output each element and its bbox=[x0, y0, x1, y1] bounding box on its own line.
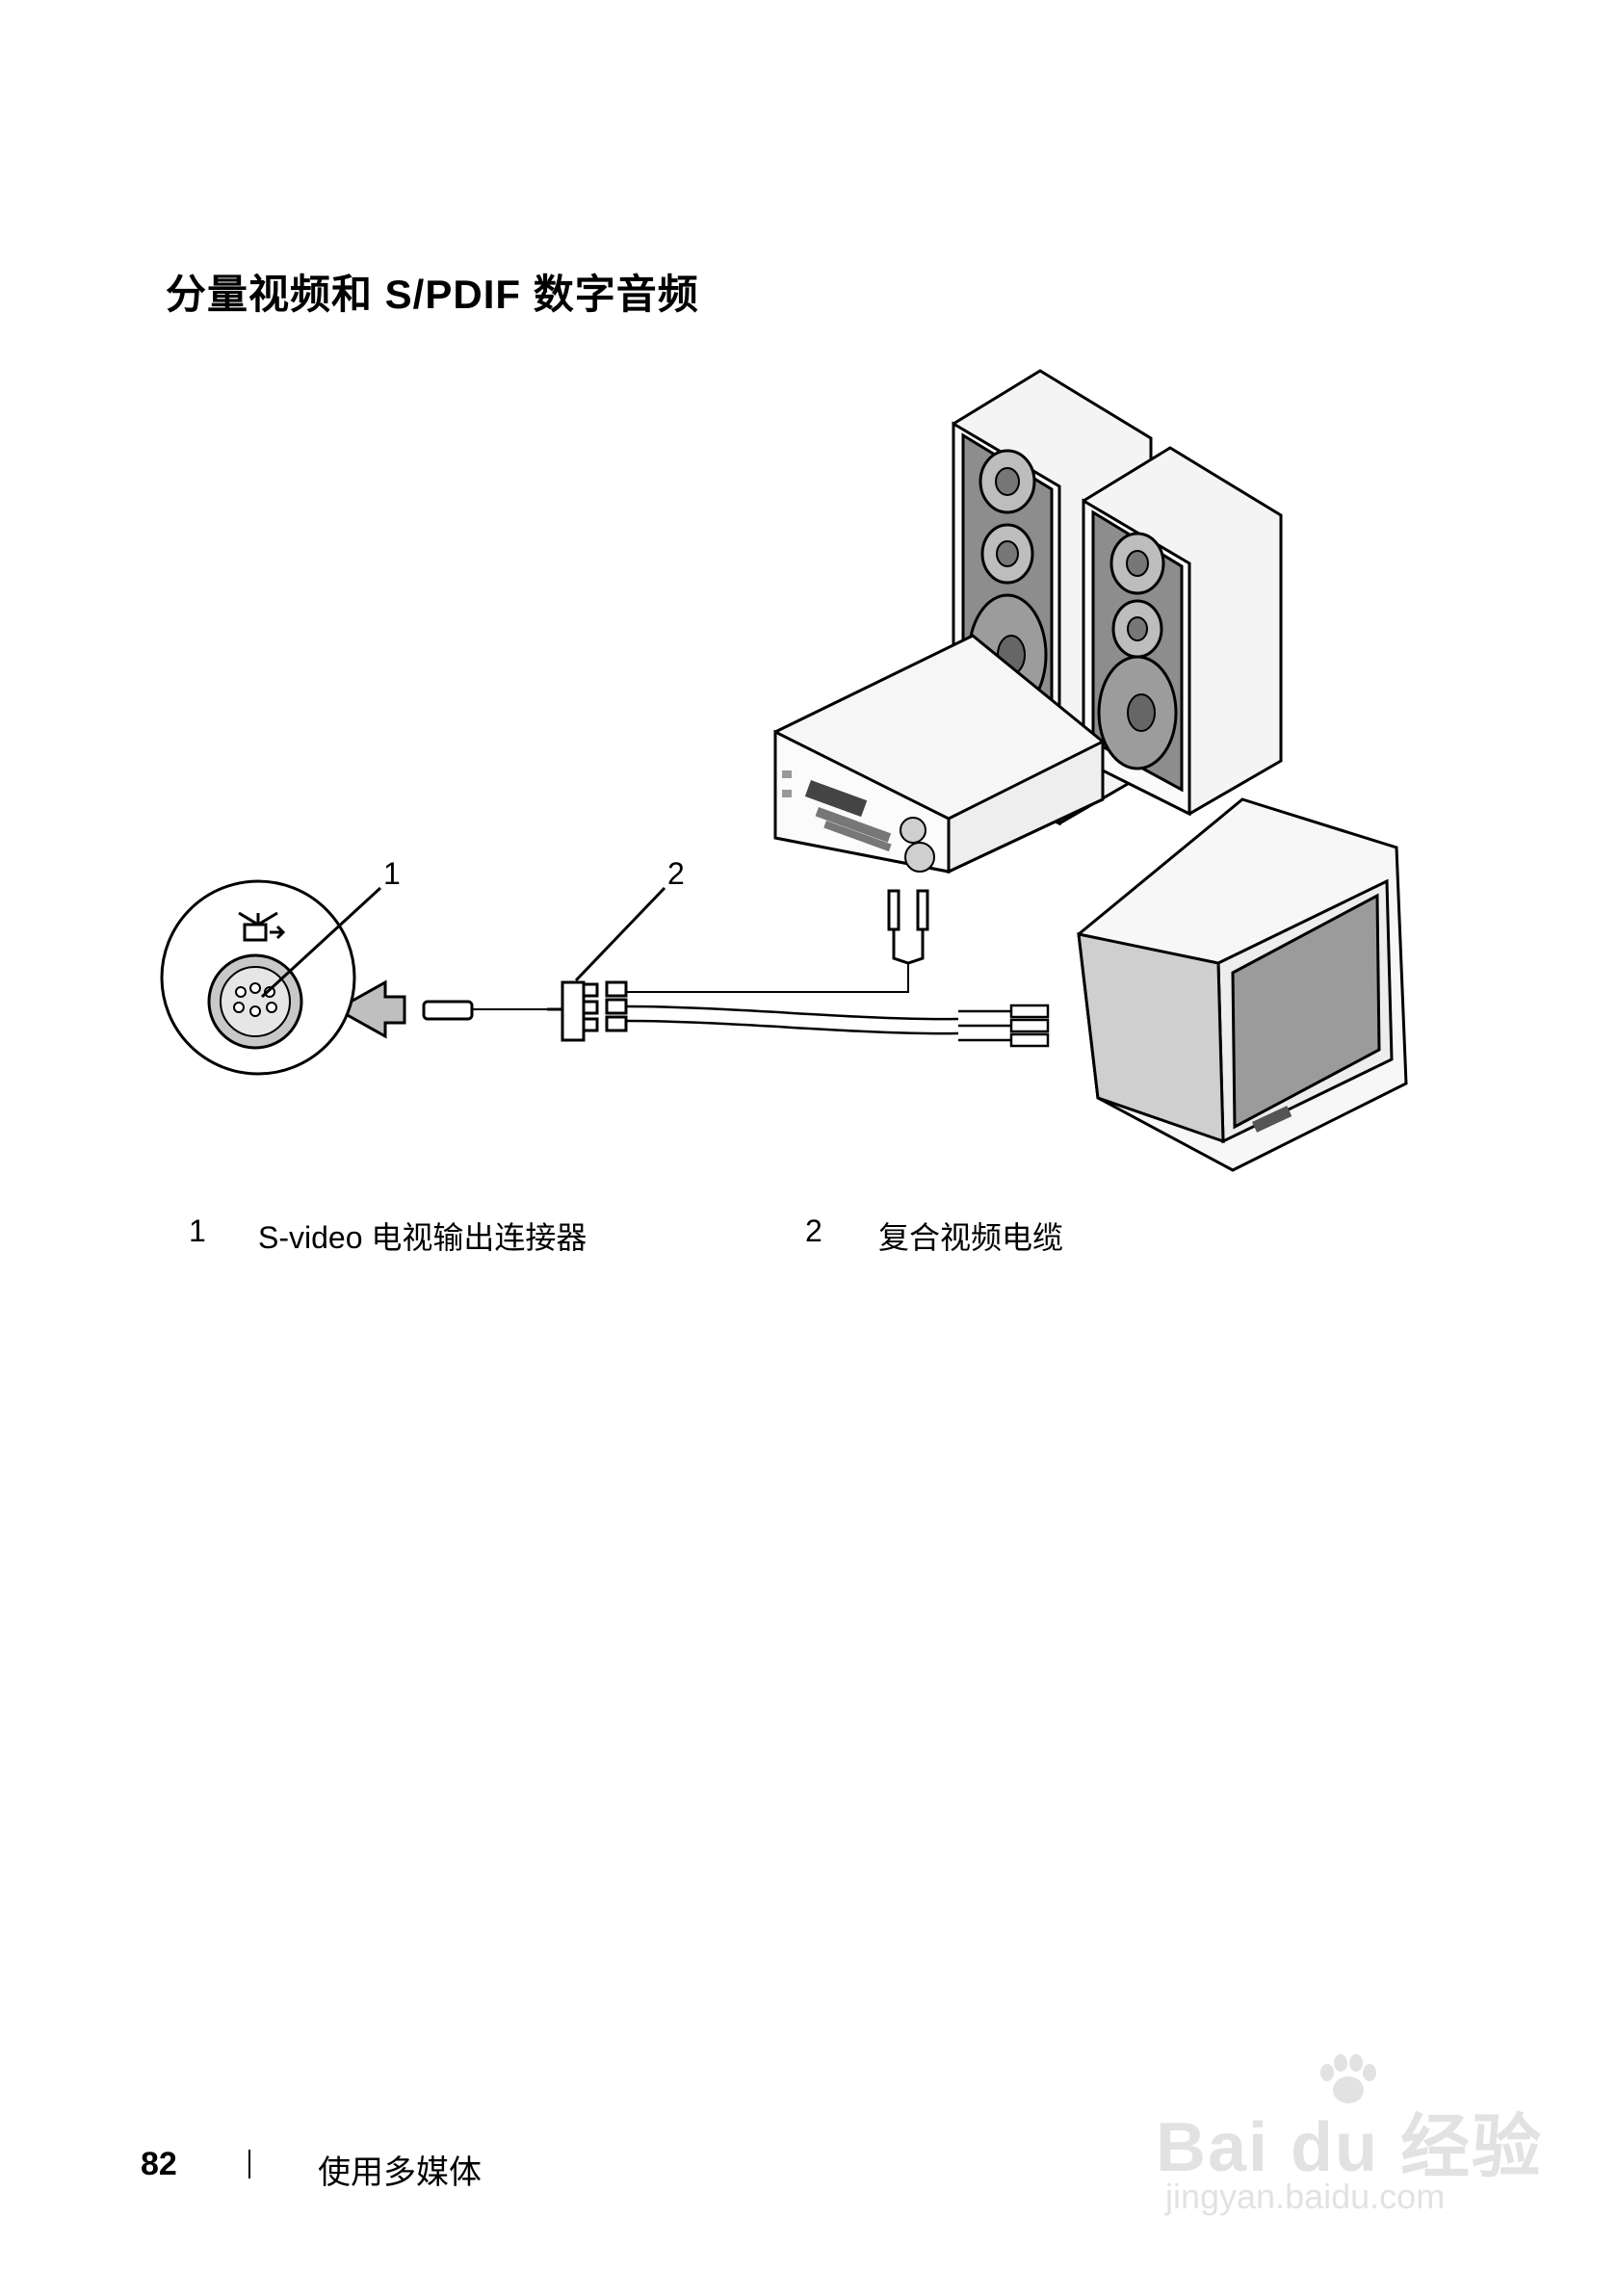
audio-cable bbox=[626, 889, 929, 993]
legend-label: 复合视频电缆 bbox=[878, 1220, 1064, 1255]
callout-1-leader bbox=[260, 886, 382, 999]
legend-number: 1 bbox=[189, 1213, 206, 1248]
page-number: 82 bbox=[141, 2146, 177, 2182]
callout-1-number: 1 bbox=[383, 856, 401, 891]
speaker-right bbox=[1082, 446, 1283, 817]
watermark-brand: Bai du 经验 bbox=[1156, 2109, 1544, 2186]
av-receiver bbox=[773, 634, 1105, 874]
baidu-watermark: Bai du 经验 jingyan.baidu.com bbox=[1136, 2051, 1541, 2225]
composite-adapter bbox=[547, 980, 628, 1042]
svideo-cable bbox=[422, 1000, 547, 1021]
paw-icon bbox=[1320, 2054, 1376, 2103]
callout-2-number: 2 bbox=[667, 856, 685, 891]
callout-2-leader bbox=[574, 886, 666, 982]
chapter-title: 使用多媒体 bbox=[318, 2154, 482, 2191]
legend-label: S-video 电视输出连接器 bbox=[258, 1220, 587, 1255]
section-title: 分量视频和 S/PDIF 数字音频 bbox=[166, 272, 699, 317]
svideo-connector-detail bbox=[160, 879, 356, 1076]
figure-legend: 1 S-video 电视输出连接器 2 复合视频电缆 bbox=[0, 1213, 1618, 1271]
composite-cable-to-tv bbox=[625, 1004, 1050, 1048]
footer-divider bbox=[248, 2150, 250, 2179]
connection-diagram: 1 2 bbox=[160, 369, 1408, 1172]
insert-arrow-icon bbox=[333, 979, 406, 1039]
page-footer: 82 使用多媒体 bbox=[0, 2146, 1618, 2204]
television bbox=[1077, 797, 1408, 1172]
legend-number: 2 bbox=[805, 1213, 822, 1248]
watermark-url: jingyan.baidu.com bbox=[1165, 2177, 1446, 2216]
